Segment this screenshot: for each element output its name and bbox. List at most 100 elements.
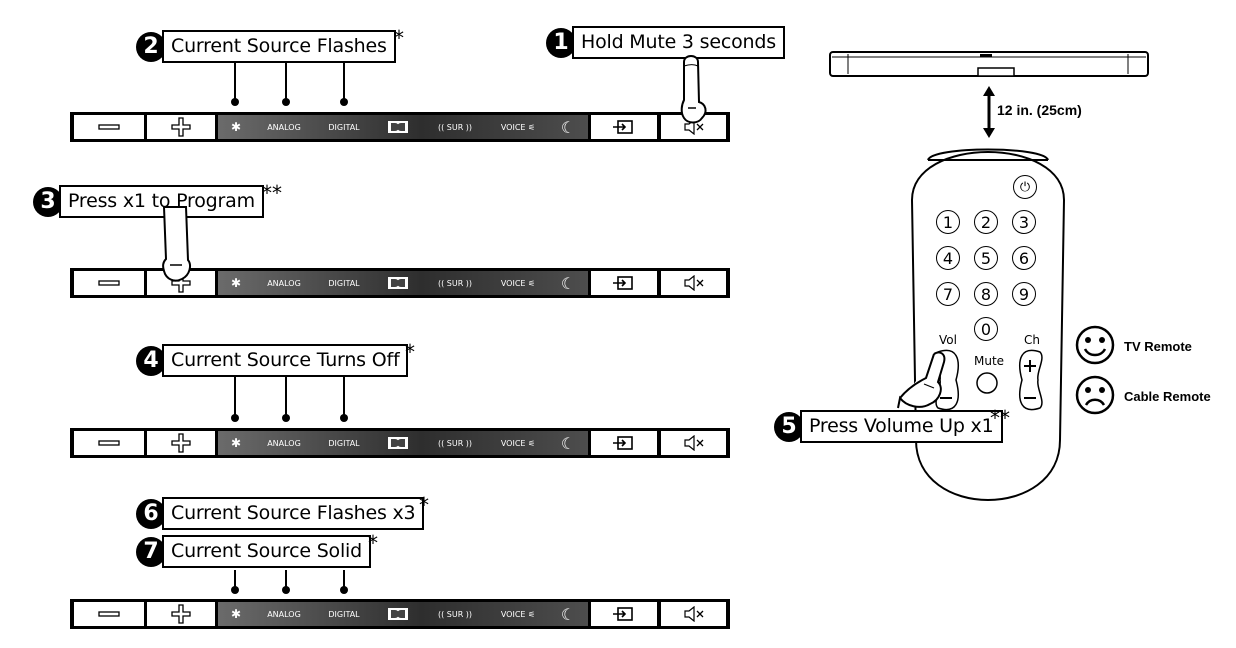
night-mode-icon[interactable]: ☾ [560,273,576,293]
volume-up-button[interactable] [147,431,215,455]
bluetooth-icon[interactable]: ✱ [230,607,242,621]
bluetooth-icon[interactable]: ✱ [230,120,242,134]
power-button[interactable]: ⏻ [1013,175,1037,199]
digit-key-0[interactable]: 0 [974,317,998,341]
mute-label: Mute [974,354,1005,368]
digit-key-7[interactable]: 7 [936,282,960,306]
bluetooth-icon[interactable]: ✱ [230,276,242,290]
volume-down-button[interactable] [74,602,144,626]
voice-button[interactable]: VOICE ⚟ [490,271,546,295]
digit-key-6[interactable]: 6 [1012,246,1036,270]
mute-panel-button[interactable] [661,431,726,455]
night-mode-icon[interactable]: ☾ [560,433,576,453]
input-button[interactable] [591,271,657,295]
step-1-label: 1 Hold Mute 3 seconds [546,26,785,59]
dolby-icon[interactable] [376,431,420,455]
voice-label: VOICE ⚟ [500,609,536,619]
legend-tv-remote: TV Remote [1124,339,1192,354]
mute-button[interactable] [975,371,999,395]
volume-down-button[interactable] [74,115,144,139]
step-number: 1 [546,27,576,58]
digital-button[interactable]: DIGITAL [316,115,372,139]
step-number: 2 [136,31,166,62]
night-mode-icon[interactable]: ☾ [560,117,576,137]
analog-button[interactable]: ANALOG [256,431,312,455]
dolby-icon[interactable] [376,602,420,626]
indicator-dot [282,98,290,106]
input-button[interactable] [591,115,657,139]
digital-button[interactable]: DIGITAL [316,431,372,455]
step-text: Hold Mute 3 seconds [572,26,785,59]
volume-up-button[interactable] [147,602,215,626]
dolby-icon[interactable] [376,115,420,139]
digit-key-1[interactable]: 1 [936,210,960,234]
mute-speaker-icon [683,606,703,622]
surround-button[interactable]: (( SUR )) [424,271,486,295]
mute-panel-button[interactable] [661,602,726,626]
voice-button[interactable]: VOICE ⚟ [490,602,546,626]
mute-panel-button[interactable] [661,271,726,295]
analog-label: ANALOG [267,122,301,132]
input-button[interactable] [591,602,657,626]
volume-down-button[interactable] [74,431,144,455]
step-5-label: 5 Press Volume Up x1 [774,410,1003,443]
input-button[interactable] [591,431,657,455]
step-number: 7 [136,536,166,567]
analog-button[interactable]: ANALOG [256,271,312,295]
night-mode-icon[interactable]: ☾ [560,604,576,624]
digit-key-8[interactable]: 8 [974,282,998,306]
step-number: 4 [136,345,166,376]
indicator-dot [231,414,239,422]
control-panel: ✱ ANALOG DIGITAL (( SUR )) VOICE ⚟ ☾ [70,268,730,298]
step-text: Current Source Solid [162,535,372,568]
step-text: Press Volume Up x1 [800,410,1003,443]
input-icon [613,607,633,621]
control-panel: ✱ ANALOG DIGITAL (( SUR )) VOICE ⚟ ☾ [70,112,730,142]
digit-key-5[interactable]: 5 [974,246,998,270]
indicator-dot [231,586,239,594]
mute-speaker-icon [683,119,703,135]
digital-button[interactable]: DIGITAL [316,271,372,295]
digital-label: DIGITAL [328,609,360,619]
ch-label: Ch [1024,333,1040,347]
power-icon: ⏻ [1019,179,1031,195]
ch-rocker[interactable] [1012,348,1048,412]
indicator-stem [285,374,287,418]
vol-label: Vol [939,333,957,347]
analog-button[interactable]: ANALOG [256,602,312,626]
soundbar-illustration [829,51,1149,77]
volume-down-button[interactable] [74,271,144,295]
dolby-icon[interactable] [376,271,420,295]
bluetooth-icon[interactable]: ✱ [230,436,242,450]
indicator-stem [343,570,345,590]
digit-key-2[interactable]: 2 [974,210,998,234]
step-text: Current Source Flashes x3 [162,497,425,530]
finger-plus-icon [162,206,191,282]
control-panel: ✱ ANALOG DIGITAL (( SUR )) VOICE ⚟ ☾ [70,599,730,629]
analog-button[interactable]: ANALOG [256,115,312,139]
legend-cable-remote: Cable Remote [1124,389,1211,404]
mute-speaker-icon [683,435,703,451]
step-4-label: 4 Current Source Turns Off [136,344,409,377]
indicator-dot [282,414,290,422]
indicator-dot [282,586,290,594]
digit-key-9[interactable]: 9 [1012,282,1036,306]
mute-speaker-icon [683,275,703,291]
voice-button[interactable]: VOICE ⚟ [490,431,546,455]
surround-label: (( SUR )) [437,609,473,619]
surround-button[interactable]: (( SUR )) [424,431,486,455]
indicator-dot [340,414,348,422]
digit-key-3[interactable]: 3 [1012,210,1036,234]
voice-button[interactable]: VOICE ⚟ [490,115,546,139]
digit-key-4[interactable]: 4 [936,246,960,270]
footnote-mark: * [368,531,378,555]
surround-button[interactable]: (( SUR )) [424,115,486,139]
footnote-mark: ** [990,406,1010,430]
digital-label: DIGITAL [328,278,360,288]
digital-button[interactable]: DIGITAL [316,602,372,626]
input-icon [613,120,633,134]
indicator-dot [340,98,348,106]
surround-button[interactable]: (( SUR )) [424,602,486,626]
surround-label: (( SUR )) [437,438,473,448]
volume-up-button[interactable] [147,115,215,139]
